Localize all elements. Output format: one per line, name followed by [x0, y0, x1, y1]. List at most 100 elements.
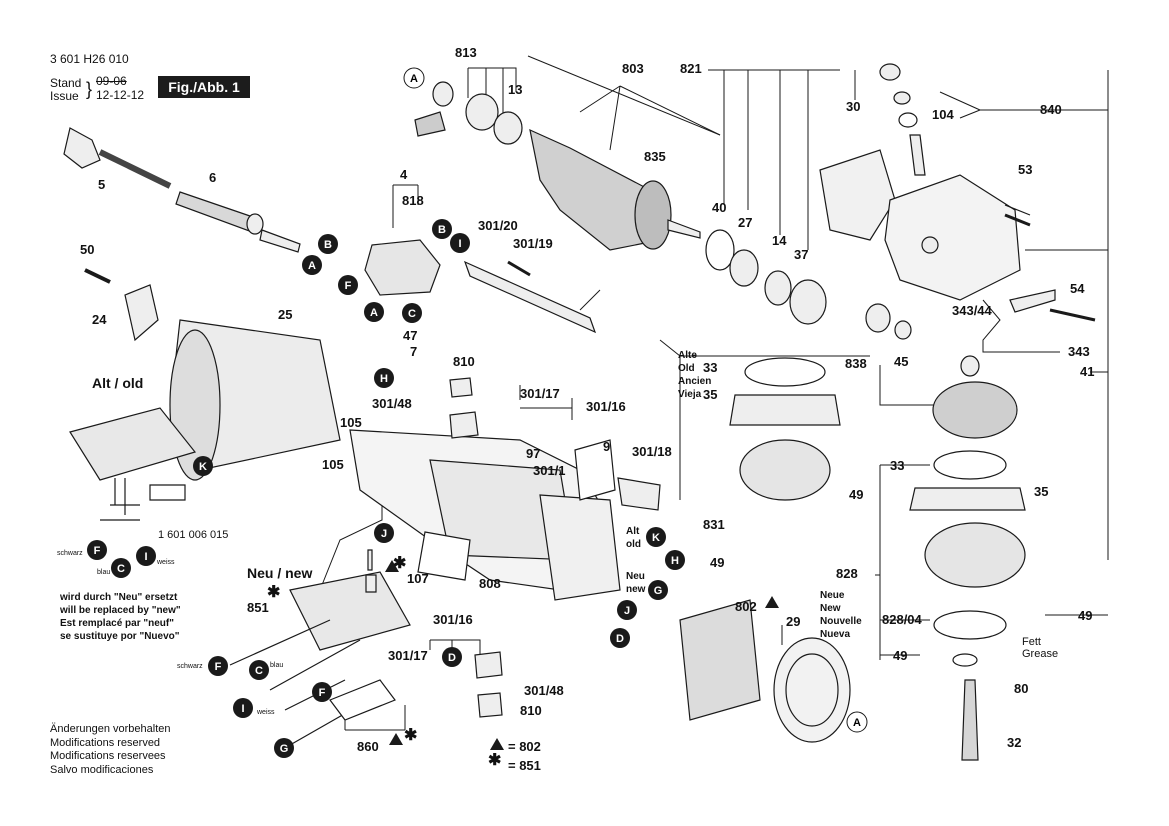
wire-weiss-new: weiss	[257, 709, 275, 716]
part-49c: 49	[893, 648, 908, 663]
triangle-marker-860	[389, 733, 403, 745]
replacement-note: wird durch "Neu" ersetzt will be replace…	[60, 592, 181, 642]
part-828-04: 828/04	[882, 612, 922, 627]
stand-date-old: 09-06	[96, 74, 127, 88]
star-marker-860: ✱	[404, 727, 418, 744]
svg-text:I: I	[241, 703, 244, 715]
svg-text:I: I	[458, 238, 461, 250]
part-30: 30	[846, 99, 861, 114]
callout-F-1: F	[338, 275, 358, 295]
part-301-17a: 301/17	[520, 386, 560, 401]
svg-text:J: J	[381, 528, 387, 540]
callout-B-2: B	[432, 219, 452, 239]
part-27: 27	[738, 215, 753, 230]
star-marker-107: ✱	[393, 555, 407, 572]
callout-I-2: I	[136, 546, 156, 566]
part-80: 80	[1014, 681, 1029, 696]
part-35a: 35	[703, 387, 718, 402]
callout-K-2: K	[646, 527, 666, 547]
wire-blau-old: blau	[97, 569, 111, 576]
callout-J-2: J	[617, 600, 637, 620]
part-838: 838	[845, 356, 867, 371]
part-97: 97	[526, 446, 541, 461]
callout-markers: A A A A B B I F C H K F C I J K H G J D …	[87, 67, 868, 758]
part-803: 803	[622, 61, 644, 76]
legend-star-icon: ✱	[488, 752, 502, 769]
callout-J-1: J	[374, 523, 394, 543]
part-40: 40	[712, 200, 727, 215]
part-4: 4	[400, 167, 408, 182]
old-brush-part-number: 1 601 006 015	[158, 529, 229, 541]
part-105a: 105	[340, 415, 362, 430]
svg-text:I: I	[144, 551, 147, 563]
callout-D-1: D	[610, 628, 630, 648]
svg-text:K: K	[652, 532, 660, 544]
part-45: 45	[894, 354, 909, 369]
issue-label: Issue	[50, 89, 79, 103]
part-37: 37	[794, 247, 809, 262]
callout-F-2: F	[87, 540, 107, 560]
part-33b: 33	[890, 458, 905, 473]
part-835: 835	[644, 149, 666, 164]
svg-text:F: F	[345, 280, 352, 292]
part-6: 6	[209, 170, 217, 185]
part-301-19: 301/19	[513, 236, 553, 251]
part-5: 5	[98, 177, 106, 192]
footer-notes: Änderungen vorbehalten Modifications res…	[50, 723, 171, 776]
svg-text:D: D	[616, 633, 624, 645]
callout-K-1: K	[193, 456, 213, 476]
svg-text:A: A	[853, 717, 861, 729]
part-25: 25	[278, 307, 293, 322]
svg-text:F: F	[94, 545, 101, 557]
callout-F-3: F	[208, 656, 228, 676]
part-47: 47	[403, 328, 418, 343]
callout-C-2: C	[111, 558, 131, 578]
part-813: 813	[455, 45, 477, 60]
neue-block: Neue New Nouvelle Nueva	[820, 590, 862, 640]
part-7: 7	[410, 344, 418, 359]
svg-text:D: D	[448, 652, 456, 664]
triangle-legend	[490, 738, 504, 750]
part-808: 808	[479, 576, 501, 591]
brace: }	[86, 79, 93, 99]
part-35b: 35	[1034, 484, 1049, 499]
part-860: 860	[357, 739, 379, 754]
callout-A-4: A	[846, 711, 868, 733]
callout-B-1: B	[318, 234, 338, 254]
wire-weiss-old: weiss	[157, 559, 175, 566]
wire-blau-new: blau	[270, 662, 284, 669]
part-301-16a: 301/16	[586, 399, 626, 414]
svg-text:B: B	[438, 224, 446, 236]
svg-text:A: A	[308, 260, 316, 272]
part-14: 14	[772, 233, 787, 248]
callout-G-1: G	[648, 580, 668, 600]
callout-I-3: I	[233, 698, 253, 718]
part-53: 53	[1018, 162, 1033, 177]
part-831: 831	[703, 517, 725, 532]
callout-D-2: D	[442, 647, 462, 667]
svg-text:G: G	[280, 743, 289, 755]
alte-block: Alte Old Ancien Vieja	[678, 350, 712, 400]
callout-H-2: H	[665, 550, 685, 570]
part-54: 54	[1070, 281, 1085, 296]
part-802: 802	[735, 599, 757, 614]
legend-triangle: = 802	[508, 739, 541, 754]
svg-text:C: C	[117, 563, 125, 575]
fett-grease-label: Fett Grease	[1022, 636, 1059, 660]
wire-schwarz-new: schwarz	[177, 663, 203, 670]
triangle-marker-802	[765, 596, 779, 608]
part-840: 840	[1040, 102, 1062, 117]
neu-new-small: Neu new	[626, 571, 646, 595]
part-301-48a: 301/48	[372, 396, 412, 411]
part-33a: 33	[703, 360, 718, 375]
callout-A-3: A	[364, 302, 384, 322]
part-49d: 49	[1078, 608, 1093, 623]
part-107: 107	[407, 571, 429, 586]
part-828: 828	[836, 566, 858, 581]
svg-text:A: A	[410, 73, 418, 85]
part-13: 13	[508, 82, 523, 97]
part-104: 104	[932, 107, 954, 122]
part-301-1: 301/1	[533, 463, 566, 478]
part-301-48b: 301/48	[524, 683, 564, 698]
